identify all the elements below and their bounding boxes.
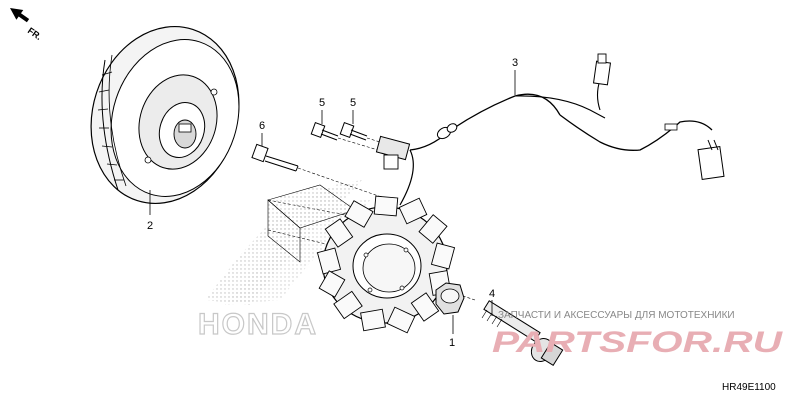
honda-watermark-text: HONDA [198,308,318,341]
stator-wire-harness-icon [399,53,725,206]
nut-icon [435,282,465,315]
callout-1: 1 [449,337,455,349]
pulse-generator-icon [375,135,411,170]
stator-bolt-icon [251,143,299,172]
direction-label: FR. [26,25,44,42]
callout-2: 2 [147,220,153,232]
diagram-code: HR49E1100 [722,382,776,393]
callout-4: 4 [489,288,495,300]
stator-icon [316,195,456,334]
stator-mount-plate-icon [267,184,356,263]
flange-bolt-icon [481,300,564,367]
callout-5b: 5 [350,97,356,109]
callout-5a: 5 [319,97,325,109]
front-direction-arrow-icon [10,8,30,23]
shop-tagline: ЗАПЧАСТИ И АКСЕССУАРЫ ДЛЯ МОТОТЕХНИКИ [498,310,735,321]
pulse-generator-screw-icon [310,122,368,141]
shop-logo: PARTSFOR.RU [492,326,784,359]
callout-6: 6 [259,120,265,132]
callout-3: 3 [512,57,518,69]
flywheel-icon [90,25,240,205]
